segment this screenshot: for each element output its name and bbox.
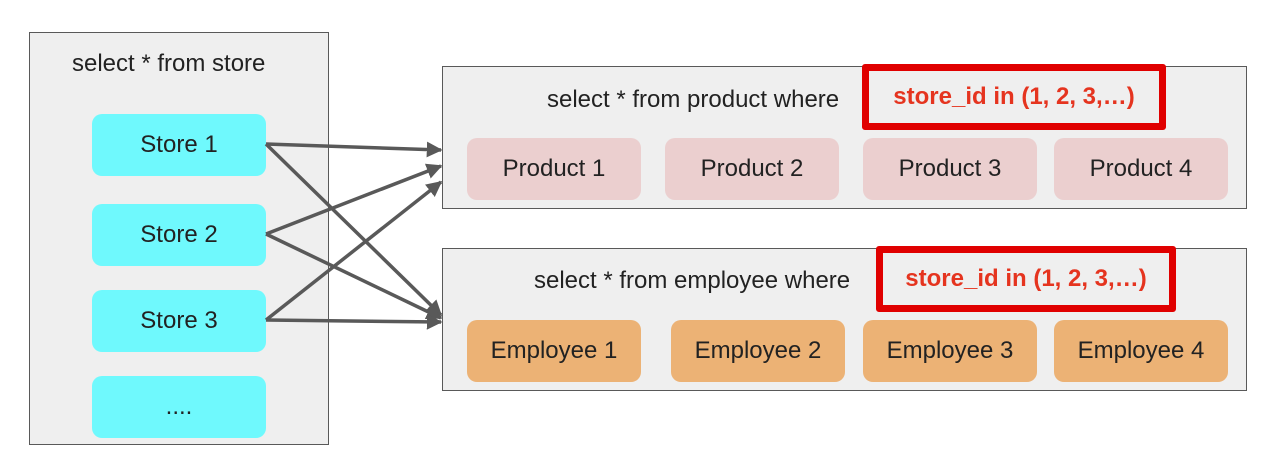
product-node-3: Product 3 (863, 138, 1037, 200)
store-node-1: Store 1 (92, 114, 266, 176)
employee-node-1: Employee 1 (467, 320, 641, 382)
store-node-more: .... (92, 376, 266, 438)
store-query: select * from store (72, 50, 266, 77)
employee-filter-highlight: store_id in (1, 2, 3,…) (876, 246, 1176, 312)
product-query: select * from product where (547, 86, 840, 113)
employee-node-3: Employee 3 (863, 320, 1037, 382)
store-node-3: Store 3 (92, 290, 266, 352)
store-node-2: Store 2 (92, 204, 266, 266)
product-node-2: Product 2 (665, 138, 839, 200)
product-node-1: Product 1 (467, 138, 641, 200)
employee-node-4: Employee 4 (1054, 320, 1228, 382)
employee-node-2: Employee 2 (671, 320, 845, 382)
employee-query: select * from employee where (534, 267, 851, 294)
product-node-4: Product 4 (1054, 138, 1228, 200)
product-filter-highlight: store_id in (1, 2, 3,…) (862, 64, 1166, 130)
